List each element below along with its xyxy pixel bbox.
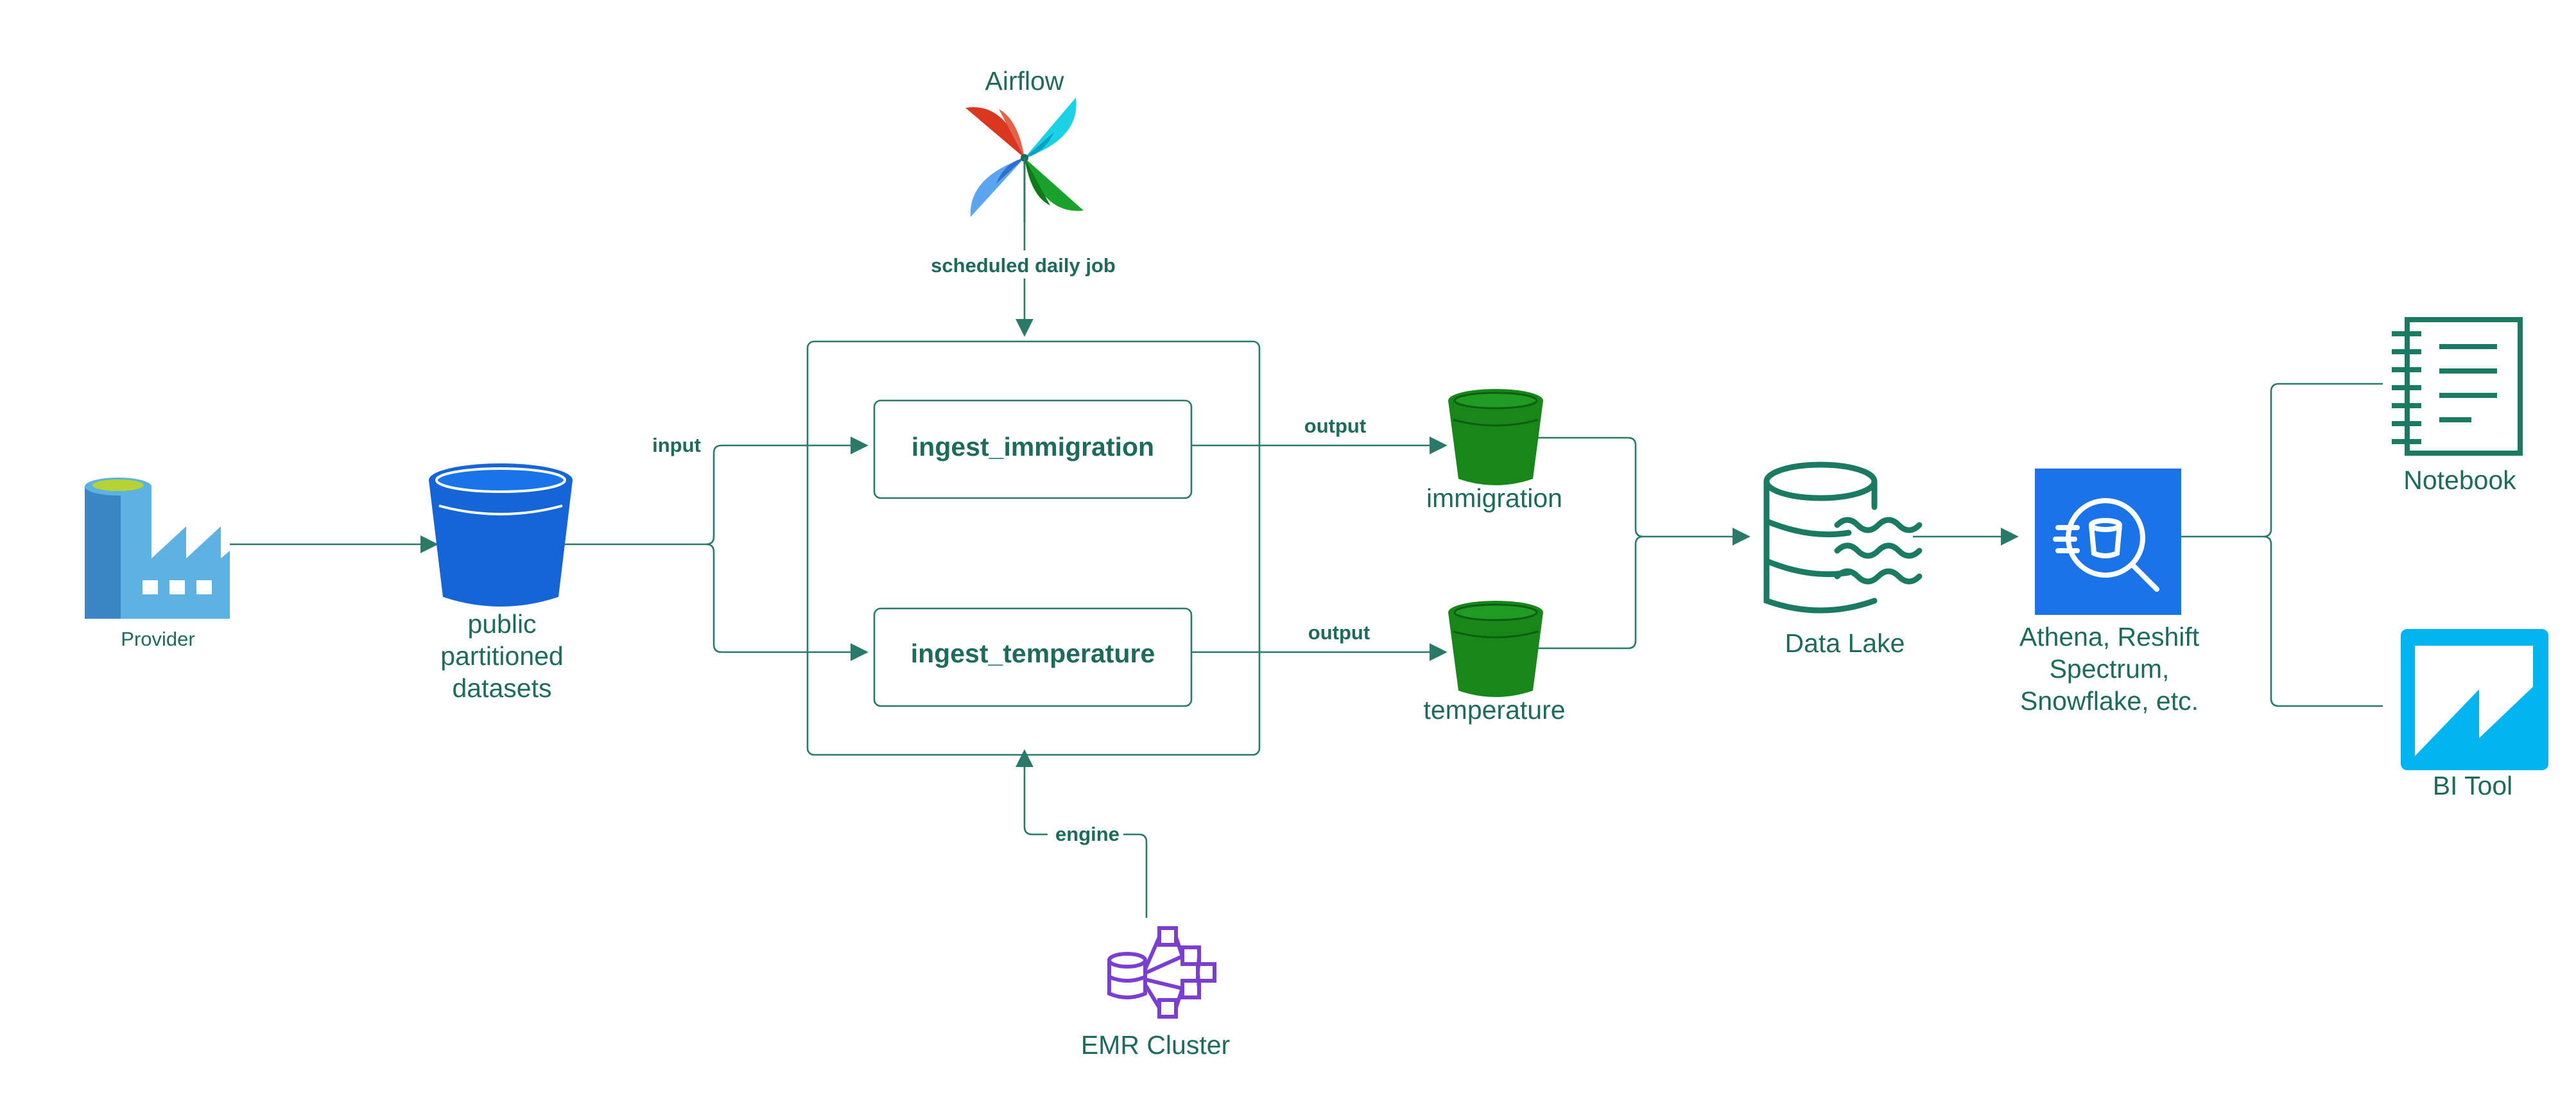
public-datasets-label-line1: public [467, 609, 536, 639]
pinwheel-icon [965, 98, 1084, 222]
data-lake-node: Data Lake [1763, 461, 1923, 658]
bucket-icon [429, 463, 573, 607]
data-lake-label: Data Lake [1785, 628, 1905, 658]
edge-immigration-to-datalake [1532, 436, 1750, 546]
edge-label-schedule: scheduled daily job [931, 254, 1116, 277]
factory-icon [85, 478, 230, 619]
bucket-icon [1448, 389, 1543, 485]
edge-label-output-immigration: output [1304, 415, 1366, 437]
bucket-icon [1448, 601, 1543, 697]
emr-label: EMR Cluster [1081, 1030, 1230, 1060]
provider-node: Provider [85, 478, 230, 650]
container-frame [806, 340, 1261, 756]
edge-datasets-to-ingest-temperature [705, 543, 869, 661]
temperature-bucket-node: temperature [1423, 601, 1566, 725]
airflow-label: Airflow [985, 66, 1064, 96]
edge-temperature-to-datalake [1532, 535, 1644, 650]
edge-notebook-to-athena [2163, 383, 2383, 546]
bi-tool-label: BI Tool [2433, 771, 2513, 800]
notebook-icon [2392, 317, 2523, 456]
edge-bi-to-athena [2263, 535, 2383, 707]
public-datasets-label-line2: partitioned [440, 641, 563, 671]
temperature-bucket-label: temperature [1423, 695, 1565, 725]
provider-label: Provider [121, 628, 194, 650]
athena-node: Athena, Reshift Spectrum, Snowflake, etc… [2019, 469, 2200, 716]
ingest-temperature-task[interactable]: ingest_temperature [873, 607, 1193, 707]
public-datasets-label-line3: datasets [453, 673, 552, 703]
ingest-temperature-label: ingest_temperature [911, 639, 1155, 668]
bi-tool-node: BI Tool [2401, 629, 2548, 800]
edge-label-engine: engine [1055, 823, 1119, 845]
notebook-label: Notebook [2403, 465, 2516, 495]
athena-label-line2: Spectrum, [2050, 654, 2170, 684]
notebook-node: Notebook [2392, 317, 2523, 495]
ingest-immigration-label: ingest_immigration [912, 432, 1154, 461]
emr-node: EMR Cluster [1081, 926, 1230, 1060]
public-datasets-node: public partitioned datasets [429, 463, 573, 703]
airflow-node: Airflow [965, 66, 1084, 222]
immigration-bucket-label: immigration [1426, 483, 1562, 513]
processing-container: ingest_immigration ingest_temperature [806, 340, 1261, 756]
edge-label-input: input [652, 434, 701, 456]
immigration-bucket-node: immigration [1426, 389, 1562, 513]
edge-datasets-to-ingest-immigration [560, 436, 869, 546]
emr-cluster-icon [1107, 926, 1216, 1019]
athena-label-line3: Snowflake, etc. [2020, 686, 2199, 716]
bi-chart-icon [2401, 629, 2548, 770]
athena-label-line1: Athena, Reshift [2019, 622, 2200, 651]
edge-labels: input output output scheduled daily job … [646, 250, 1380, 849]
edge-label-output-temperature: output [1308, 621, 1370, 644]
database-waves-icon [1763, 461, 1923, 614]
ingest-immigration-task[interactable]: ingest_immigration [873, 399, 1193, 499]
